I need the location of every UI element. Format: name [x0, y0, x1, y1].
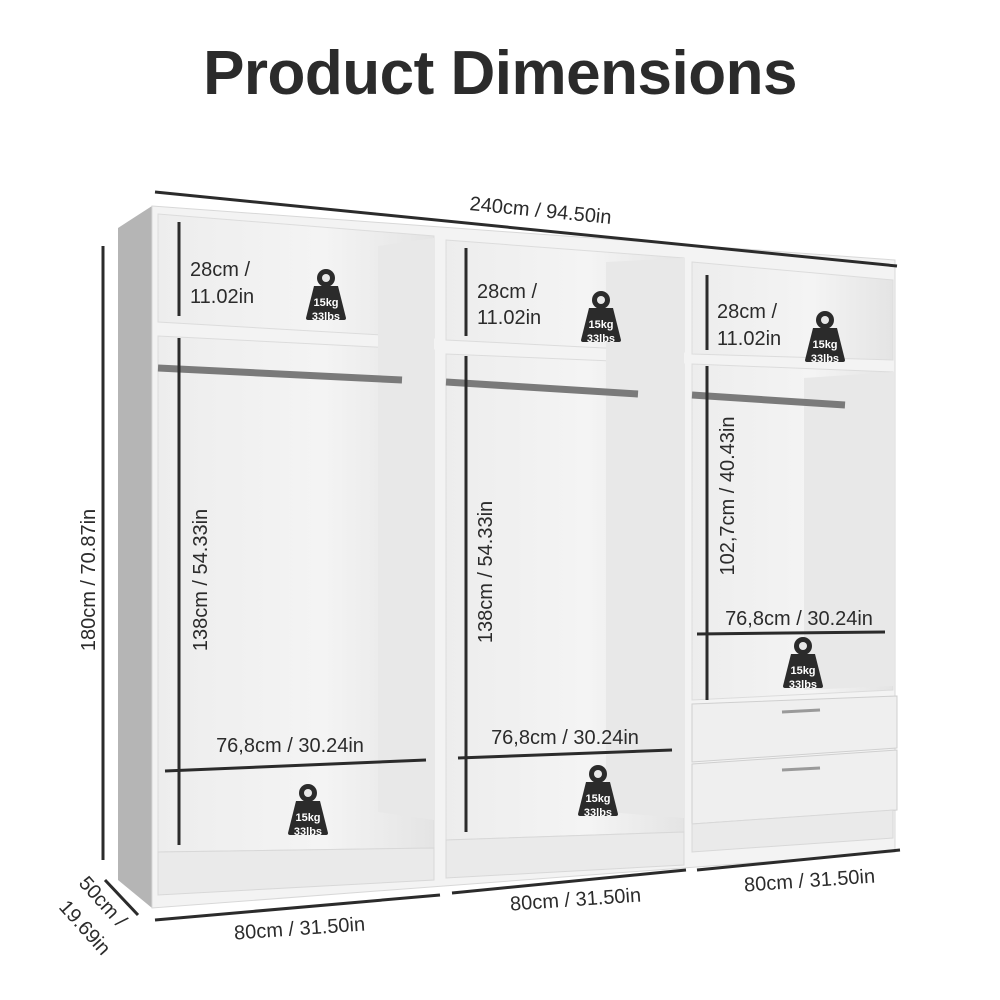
weight-kg: 15kg: [313, 297, 338, 309]
overall-height-label: 180cm / 70.87in: [78, 509, 100, 651]
weight-kg: 15kg: [295, 812, 320, 824]
section-1: [157, 213, 435, 896]
section-2-inner-width-label: 76,8cm / 30.24in: [491, 727, 639, 749]
section-1-inner-width-label: 76,8cm / 30.24in: [216, 735, 364, 757]
weight-lbs: 33lbs: [789, 679, 817, 691]
section-2-top-shelf-label-2: 11.02in: [477, 307, 541, 329]
hanging-rod: [691, 391, 846, 409]
weight-kg: 15kg: [588, 319, 613, 331]
weight-lbs: 33lbs: [584, 807, 612, 819]
section-3-width-label: 80cm / 31.50in: [743, 865, 875, 896]
section-2-top-shelf-label: 28cm /: [477, 281, 537, 303]
weight-kg: 15kg: [812, 339, 837, 351]
section-3-hanging-height-label: 102,7cm / 40.43in: [717, 417, 739, 576]
weight-lbs: 33lbs: [587, 333, 615, 345]
section-2: [445, 239, 685, 879]
section-3: [691, 261, 898, 853]
drawer-2: [691, 749, 898, 825]
section-3-inner-width-label: 76,8cm / 30.24in: [725, 608, 873, 630]
weight-lbs: 33lbs: [294, 826, 322, 838]
section-3-top-shelf-label: 28cm /: [717, 301, 777, 323]
drawer-handle: [781, 708, 821, 714]
weight-lbs: 33lbs: [811, 353, 839, 365]
section-1-width-label: 80cm / 31.50in: [233, 913, 365, 944]
section-1-top-shelf-label-2: 11.02in: [190, 286, 254, 308]
section-2-width-label: 80cm / 31.50in: [509, 884, 641, 915]
weight-lbs: 33lbs: [312, 311, 340, 323]
page-title: Product Dimensions: [203, 39, 797, 108]
overall-width-label: 240cm / 94.50in: [469, 193, 613, 229]
drawer-handle: [781, 766, 821, 772]
drawer-1: [691, 695, 898, 763]
weight-kg: 15kg: [790, 665, 815, 677]
side-panel: [118, 206, 152, 908]
weight-kg: 15kg: [585, 793, 610, 805]
hanging-rod: [445, 378, 639, 398]
section-3-top-shelf-label-2: 11.02in: [717, 328, 781, 350]
hanging-rod: [157, 364, 403, 384]
section-2-hanging-height-label: 138cm / 54.33in: [475, 501, 497, 643]
section-1-top-shelf-label: 28cm /: [190, 259, 250, 281]
section-1-hanging-height-label: 138cm / 54.33in: [190, 509, 212, 651]
